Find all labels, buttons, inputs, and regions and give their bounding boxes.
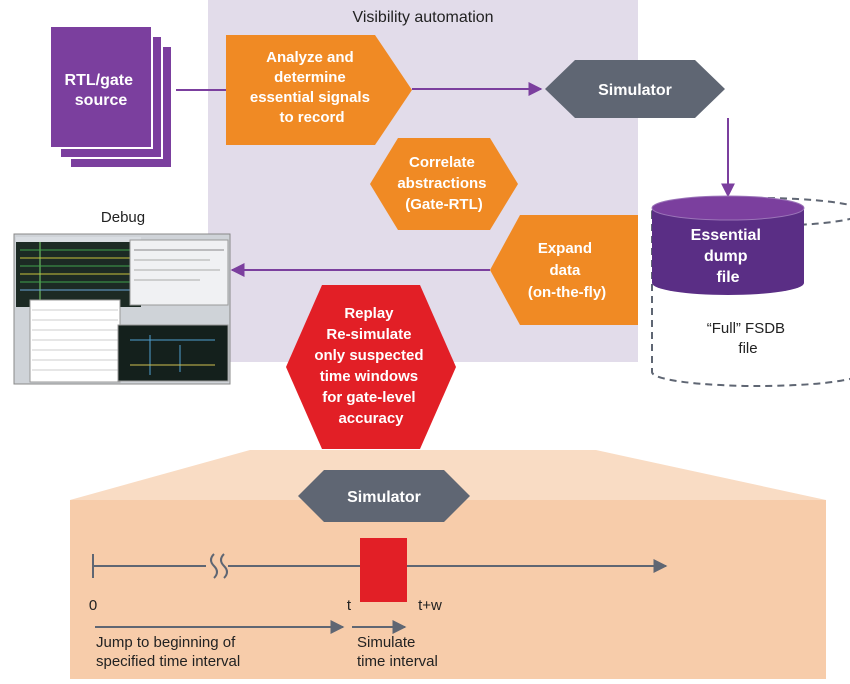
replay-line6: accuracy <box>338 410 404 427</box>
replay-line5: for gate-level <box>322 389 415 406</box>
replay-detail-panel <box>70 500 826 679</box>
expand-line1: Expand <box>538 240 592 257</box>
analyze-step: Analyze and determine essential signals … <box>226 35 412 145</box>
simulate-line2: time interval <box>357 653 438 670</box>
correlate-line1: Correlate <box>409 154 475 171</box>
simulate-line1: Simulate <box>357 634 415 651</box>
correlate-step: Correlate abstractions (Gate-RTL) <box>370 138 518 230</box>
svg-text:Essential dump fil: Essential dump file <box>691 227 766 286</box>
simulator-bottom: Simulator <box>298 470 470 522</box>
svg-text:“Full” FSDB file: “Full” FSDB file <box>707 320 790 357</box>
svg-text:Expand data (on-th: Expand data (on-the-fly) <box>528 240 606 301</box>
region-title: Visibility automation <box>352 9 493 26</box>
source-label-line2: source <box>75 92 128 109</box>
correlate-line3: (Gate-RTL) <box>405 196 483 213</box>
essential-line1: Essential <box>691 227 761 244</box>
source-label-line1: RTL/gate <box>65 72 134 89</box>
essential-line3: file <box>716 269 739 286</box>
svg-text:Replay Re-simulate: Replay Re-simulate only suspected time w… <box>314 305 427 427</box>
replay-line3: only suspected <box>314 347 423 364</box>
replay-line1: Replay <box>344 305 394 322</box>
debug-label: Debug <box>101 209 145 226</box>
analyze-line3: essential signals <box>250 89 370 106</box>
svg-text:Correlate abstractions: Correlate abstractions (Gate-RTL) <box>397 154 490 213</box>
expand-step: Expand data (on-the-fly) <box>490 215 638 325</box>
svg-text:RTL/gate source: RTL/gate source <box>65 72 138 109</box>
tick-label-t: t <box>347 597 352 614</box>
expand-line2: data <box>549 262 581 279</box>
essential-line2: dump <box>704 248 748 265</box>
expand-line3: (on-the-fly) <box>528 284 606 301</box>
replay-line2: Re-simulate <box>326 326 411 343</box>
jump-line1: Jump to beginning of <box>96 634 236 651</box>
tick-label-zero: 0 <box>89 597 97 614</box>
svg-text:Analyze and determine: Analyze and determine essential signals … <box>250 49 374 126</box>
simulator-top-label: Simulator <box>598 82 672 99</box>
essential-dump-cylinder: Essential dump file <box>651 195 805 295</box>
debug-screenshot <box>13 233 231 385</box>
tick-label-tw: t+w <box>418 597 442 614</box>
jump-line2: specified time interval <box>96 653 240 670</box>
svg-text:Jump to beginning of speci: Jump to beginning of specified time inte… <box>96 634 240 670</box>
full-fsdb-line2: file <box>738 340 757 357</box>
replay-step: Replay Re-simulate only suspected time w… <box>286 285 456 449</box>
svg-text:Simulate time interval: Simulate time interval <box>357 634 438 670</box>
correlate-line2: abstractions <box>397 175 486 192</box>
full-fsdb-line1: “Full” FSDB <box>707 320 785 337</box>
analyze-line4: to record <box>279 109 344 126</box>
replay-line4: time windows <box>320 368 418 385</box>
time-window-block <box>360 538 407 602</box>
simulator-top: Simulator <box>545 60 725 118</box>
rtl-gate-source-stack: RTL/gate source <box>49 25 173 169</box>
analyze-line1: Analyze and <box>266 49 354 66</box>
analyze-line2: determine <box>274 69 346 86</box>
simulator-bottom-label: Simulator <box>347 489 421 506</box>
timeline: 0 t t+w <box>89 538 668 614</box>
